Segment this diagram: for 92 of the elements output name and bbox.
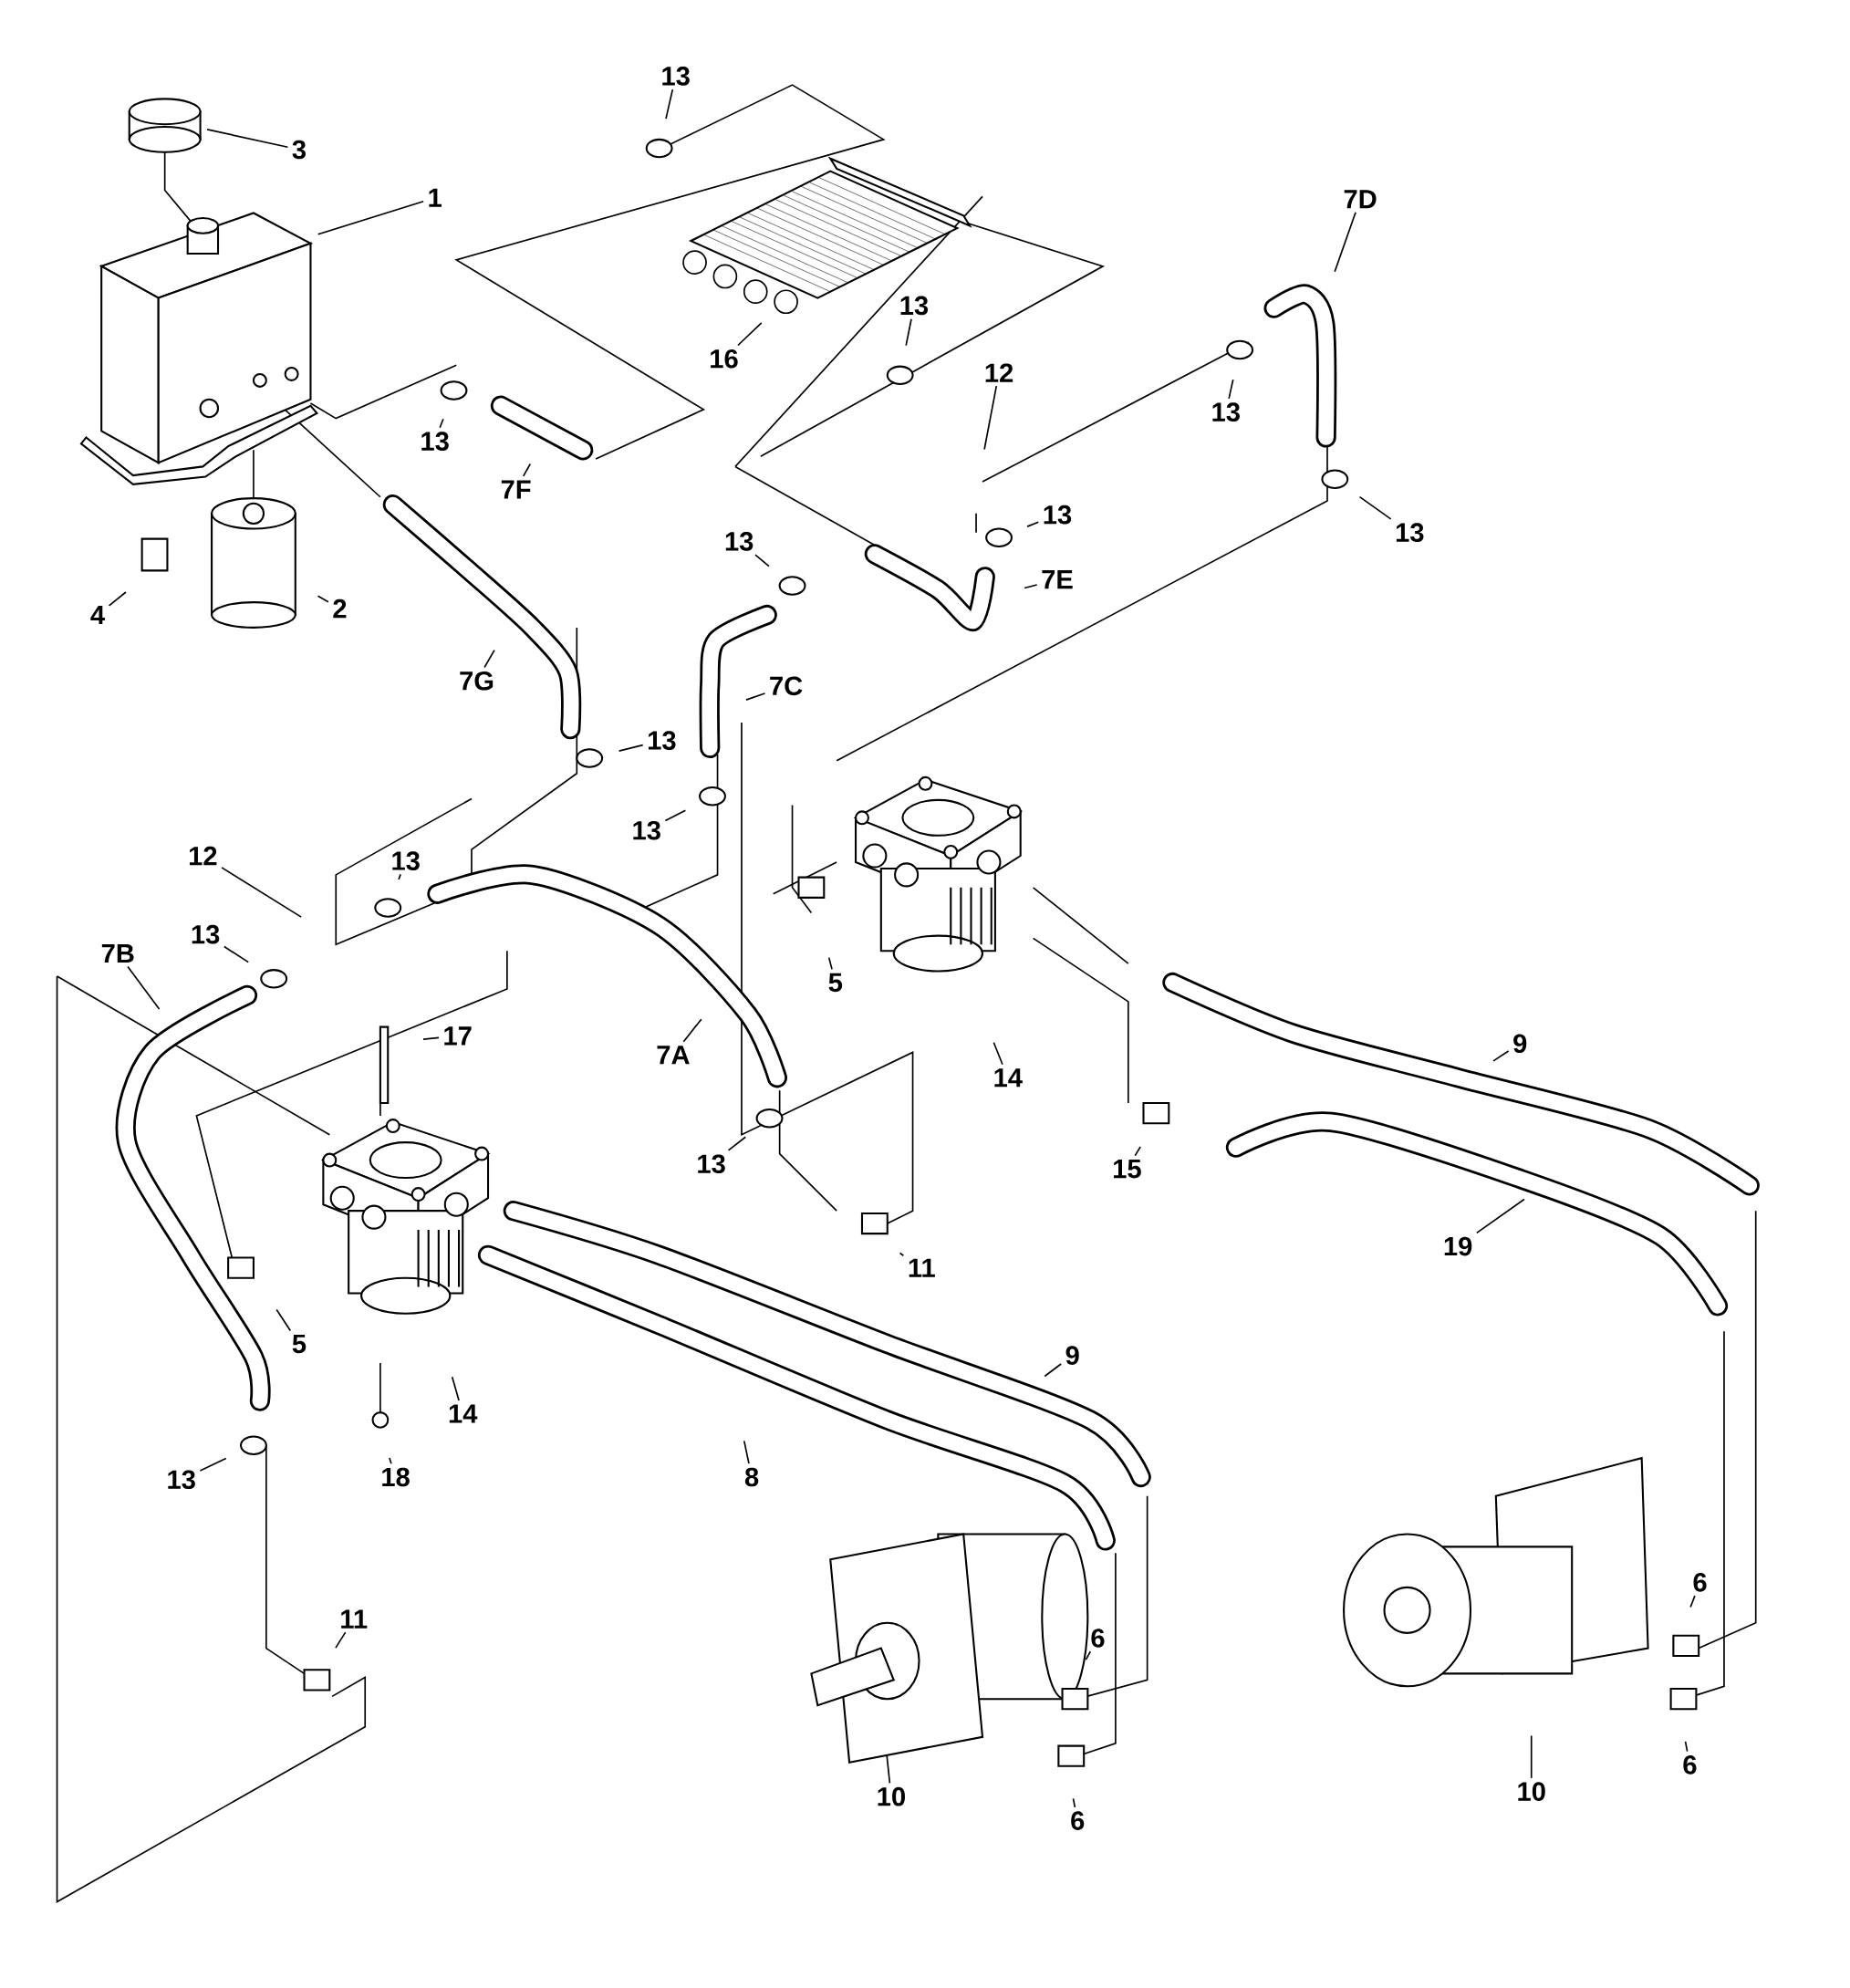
callout-number: 7B (102, 944, 134, 963)
leader-line (275, 1308, 292, 1332)
leader-line (727, 1136, 747, 1151)
callout-number: 1 (429, 188, 442, 207)
callout-number: 11 (909, 1258, 936, 1277)
leader-line (828, 956, 834, 971)
leader-line (317, 200, 425, 235)
callout-number: 16 (711, 349, 738, 369)
leader-line (389, 1457, 392, 1465)
callout-number: 13 (421, 432, 450, 451)
callout-number: 4 (90, 605, 106, 625)
leader-line (1492, 1050, 1510, 1062)
leader-line (983, 385, 998, 451)
leader-line (754, 554, 771, 567)
callout-number: 6 (1683, 1755, 1697, 1775)
leader-line (221, 867, 303, 918)
leader-line (483, 649, 496, 669)
callout-number: 13 (192, 924, 220, 944)
callout-number: 9 (1065, 1346, 1079, 1365)
callout-number: 7D (1344, 190, 1377, 209)
leader-line (439, 418, 444, 429)
callout-number: 13 (649, 731, 676, 750)
callout-number: 13 (1397, 523, 1424, 542)
leader-line (899, 1252, 905, 1257)
leader-line (452, 1376, 461, 1401)
callout-number: 12 (190, 846, 217, 866)
leader-line (1334, 211, 1357, 273)
callout-number: 5 (293, 1334, 307, 1354)
leader-line (1026, 521, 1040, 527)
callout-number: 3 (292, 140, 307, 160)
callout-number: 12 (985, 363, 1013, 382)
callout-number: 10 (878, 1786, 906, 1806)
callout-number: 17 (444, 1026, 472, 1046)
leader-line (665, 88, 674, 120)
callout-number: 7C (770, 676, 803, 696)
leader-line (618, 744, 644, 752)
callout-number: 13 (900, 296, 929, 316)
leader-line (335, 1631, 347, 1649)
callout-number: 13 (168, 1470, 196, 1490)
leader-line (1476, 1198, 1525, 1234)
leader-line (1085, 1650, 1092, 1660)
callout-number: 13 (698, 1154, 725, 1174)
leader-line (108, 591, 128, 607)
leader-line (664, 809, 687, 822)
callout-number: 7A (657, 1046, 691, 1065)
leader-line (398, 873, 402, 880)
leader-line (1358, 495, 1392, 520)
leader-line (422, 1036, 441, 1040)
callout-number: 13 (1212, 402, 1241, 422)
leader-line (993, 1041, 1004, 1066)
callout-number: 6 (1071, 1811, 1085, 1830)
leader-line (743, 1440, 751, 1465)
leader-line (1024, 584, 1038, 589)
callout-number: 15 (1114, 1160, 1142, 1179)
callout-number: 13 (662, 67, 691, 86)
callout-number: 7G (460, 671, 494, 691)
callout-number: 11 (341, 1609, 368, 1629)
leader-line (199, 1457, 227, 1472)
leader-line (745, 692, 766, 701)
callout-number: 7E (1042, 570, 1073, 589)
callout-number: 13 (392, 851, 421, 870)
leader-line (223, 945, 250, 963)
callout-number: 7F (502, 480, 531, 499)
leader-line (127, 965, 161, 1010)
leader-line (1689, 1595, 1696, 1608)
callout-number: 6 (1091, 1629, 1105, 1648)
leader-line (682, 1018, 702, 1043)
leader-line (206, 129, 289, 149)
callout-number: 19 (1444, 1236, 1472, 1256)
callout-number: 13 (1044, 505, 1072, 525)
leader-line (1531, 1734, 1533, 1779)
leader-line (737, 321, 763, 347)
callout-number: 10 (1518, 1782, 1545, 1801)
leader-line (886, 1754, 891, 1785)
leader-line (1072, 1797, 1076, 1808)
callout-number: 13 (633, 820, 661, 840)
leader-line (1044, 1363, 1063, 1378)
leader-line (1684, 1741, 1689, 1753)
callout-number: 14 (994, 1068, 1024, 1088)
leader-line (317, 595, 329, 603)
leader-line (905, 317, 913, 347)
callout-number: 5 (828, 973, 843, 993)
callout-number: 2 (333, 598, 347, 619)
leader-line (1134, 1146, 1142, 1157)
callout-number: 9 (1513, 1034, 1527, 1054)
callout-number: 18 (382, 1467, 411, 1487)
callout-number: 14 (450, 1404, 478, 1423)
leader-line (523, 463, 532, 477)
callout-number: 6 (1693, 1573, 1707, 1592)
callout-number: 8 (745, 1467, 759, 1487)
leader-line (1228, 379, 1234, 400)
callout-number: 13 (726, 532, 754, 551)
